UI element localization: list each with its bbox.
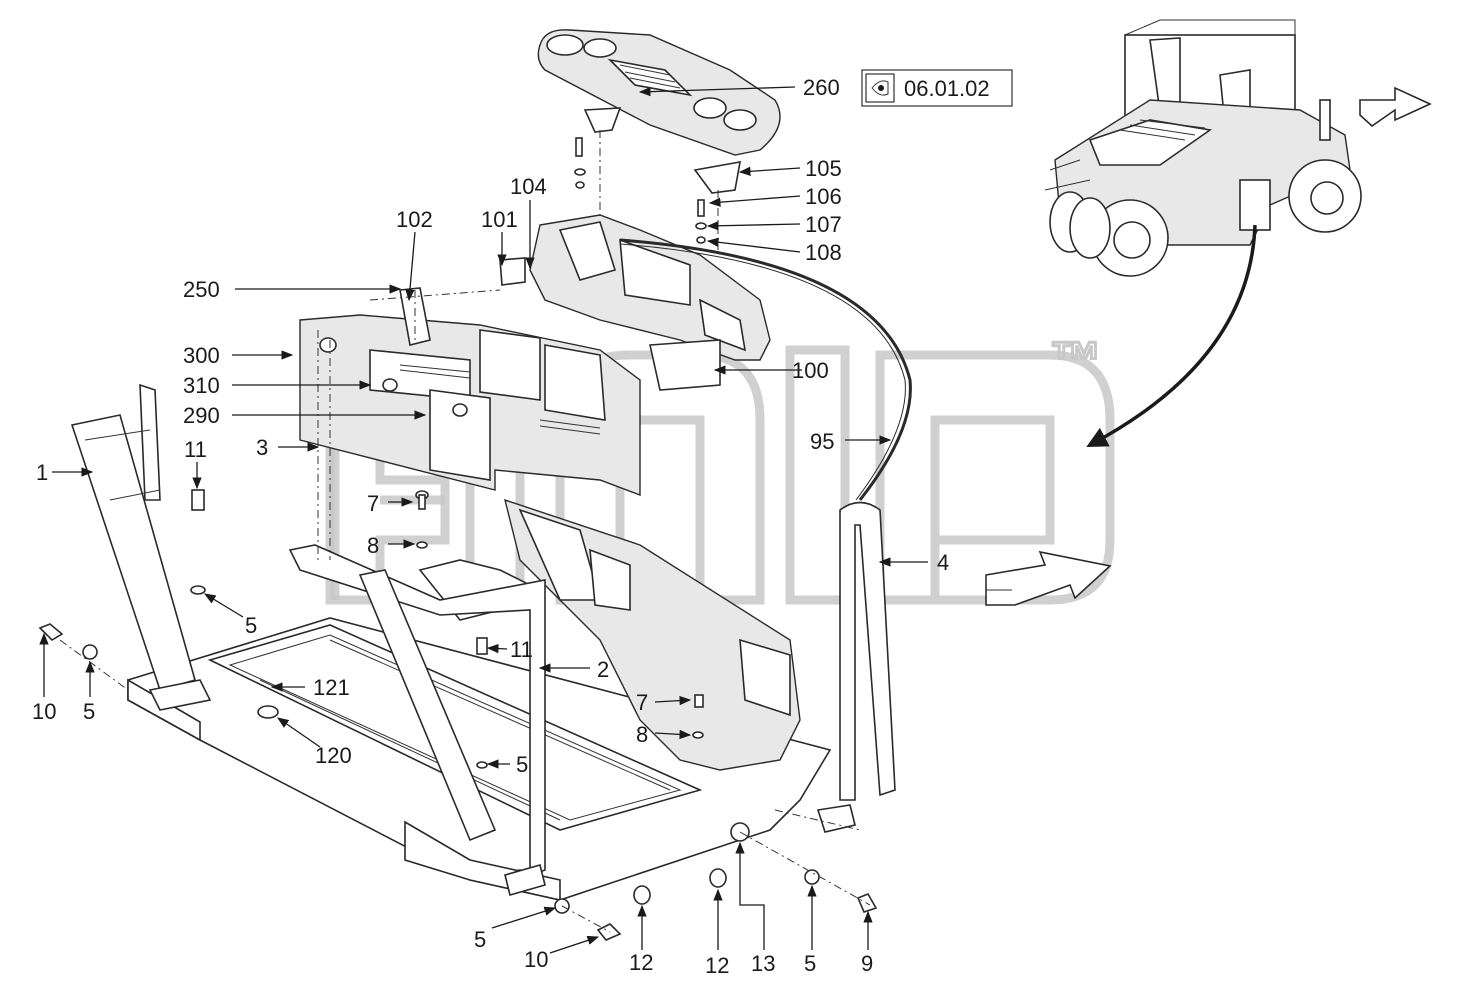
label-12-right[interactable]: 12: [705, 953, 729, 978]
fasteners-small: [38, 489, 878, 941]
label-13[interactable]: 13: [751, 951, 775, 976]
label-108[interactable]: 108: [805, 240, 842, 265]
label-2[interactable]: 2: [597, 657, 609, 682]
handrail-1: [70, 383, 212, 711]
label-8-upper[interactable]: 8: [367, 533, 379, 558]
label-102[interactable]: 102: [396, 207, 433, 232]
cover-panel: [299, 287, 641, 497]
label-100[interactable]: 100: [792, 358, 829, 383]
label-5-mid[interactable]: 5: [516, 752, 528, 777]
label-120[interactable]: 120: [315, 743, 352, 768]
label-121[interactable]: 121: [313, 675, 350, 700]
trademark-symbol: ™: [1050, 332, 1102, 390]
handrail-4: [816, 501, 896, 833]
label-290[interactable]: 290: [183, 403, 220, 428]
label-12-left[interactable]: 12: [629, 950, 653, 975]
label-300[interactable]: 300: [183, 343, 220, 368]
machine-overview-illustration: [1044, 19, 1432, 447]
label-101[interactable]: 101: [481, 207, 518, 232]
label-7-lower[interactable]: 7: [636, 690, 648, 715]
label-1[interactable]: 1: [36, 460, 48, 485]
console-assembly: [499, 214, 771, 391]
view-direction-arrow: [985, 550, 1112, 606]
callout-labels: 260 105 106 107 108 104 102 101 250 300 …: [32, 75, 949, 978]
label-4[interactable]: 4: [937, 550, 949, 575]
label-5-farleft[interactable]: 5: [83, 699, 95, 724]
label-5-bottom-right[interactable]: 5: [804, 951, 816, 976]
label-9[interactable]: 9: [861, 951, 873, 976]
label-5-left[interactable]: 5: [245, 613, 257, 638]
dashboard-panel: [537, 29, 781, 156]
reference-box[interactable]: 06.01.02: [861, 69, 1013, 107]
bracket-105: [583, 107, 741, 194]
eye-icon: [871, 80, 889, 96]
label-11-mid[interactable]: 11: [510, 637, 533, 662]
label-5-bottom-left[interactable]: 5: [474, 927, 486, 952]
label-8-lower[interactable]: 8: [636, 722, 648, 747]
label-10-bottom[interactable]: 10: [524, 947, 548, 972]
label-10-left[interactable]: 10: [32, 699, 56, 724]
label-250[interactable]: 250: [183, 277, 220, 302]
cab-floor-frame: [127, 498, 832, 901]
label-7-upper[interactable]: 7: [367, 491, 379, 516]
label-310[interactable]: 310: [183, 373, 220, 398]
label-106[interactable]: 106: [805, 184, 842, 209]
label-107[interactable]: 107: [805, 212, 842, 237]
label-104[interactable]: 104: [510, 174, 547, 199]
label-260[interactable]: 260: [803, 75, 840, 100]
label-3[interactable]: 3: [256, 435, 268, 460]
handrail-2: [288, 544, 546, 896]
label-11-top[interactable]: 11: [184, 437, 207, 462]
label-105[interactable]: 105: [805, 156, 842, 181]
label-95[interactable]: 95: [810, 429, 834, 454]
cable-95: [619, 238, 912, 501]
leader-lines: [39, 86, 928, 954]
fastener-stack: [574, 137, 707, 244]
reference-number: 06.01.02: [904, 76, 990, 101]
